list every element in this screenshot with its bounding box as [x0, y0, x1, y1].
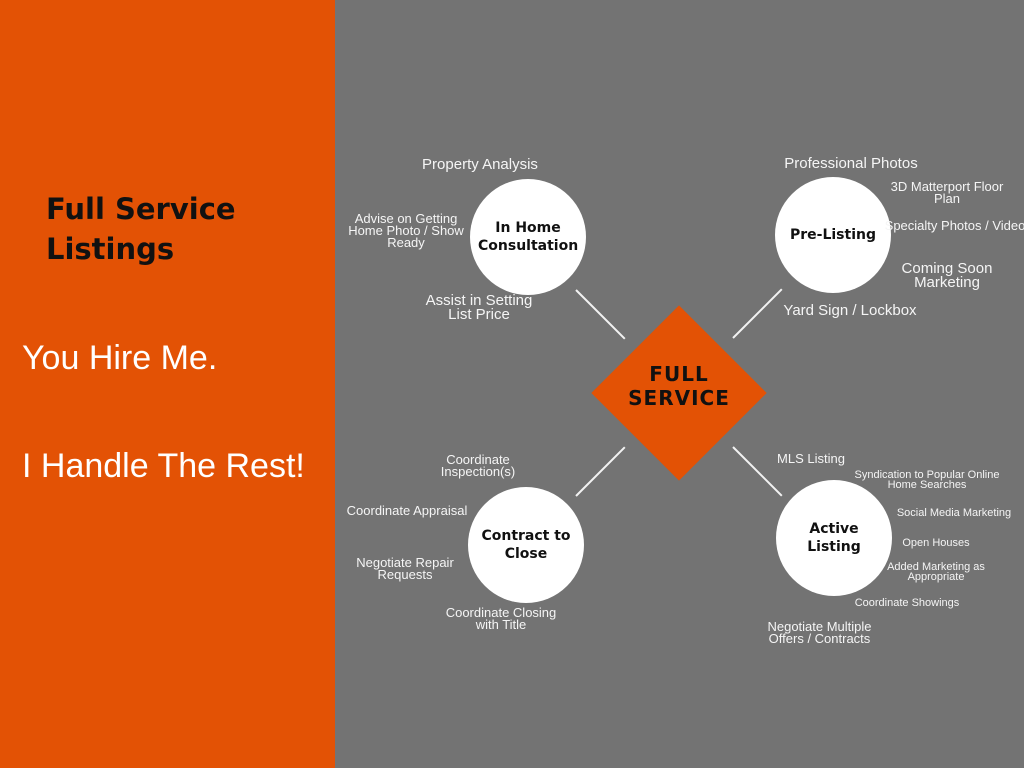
node-in-home-consultation: In Home Consultation: [470, 179, 586, 295]
list-item: Negotiate Multiple Offers / Contracts: [767, 619, 872, 646]
list-item: Open Houses: [902, 537, 970, 549]
list-item: MLS Listing: [777, 451, 845, 466]
list-item: Coordinate Inspection(s): [440, 452, 516, 479]
list-item: Social Media Marketing: [896, 507, 1012, 519]
tagline-handle: I Handle The Rest!: [22, 447, 305, 485]
list-item: 3D Matterport Floor Plan: [890, 179, 1004, 206]
left-panel: Full Service Listings You Hire Me. I Han…: [0, 0, 335, 768]
node-label: Active Listing: [807, 521, 861, 555]
list-item: Coming Soon Marketing: [901, 260, 993, 291]
list-item: Advise on Getting Home Photo / Show Read…: [348, 211, 464, 250]
node-label: Pre-Listing: [789, 227, 876, 243]
list-item: Specialty Photos / Video: [884, 218, 1024, 233]
list-item: Assist in Setting List Price: [425, 292, 533, 323]
node-contract-to-close: Contract to Close: [468, 487, 584, 603]
center-label: FULL SERVICE: [628, 362, 730, 410]
node-pre-listing: Pre-Listing: [775, 177, 891, 293]
list-item: Negotiate Repair Requests: [356, 555, 454, 582]
list-item: Coordinate Appraisal: [346, 503, 468, 518]
list-item: Yard Sign / Lockbox: [783, 302, 917, 319]
list-item: Added Marketing as Appropriate: [887, 561, 985, 583]
node-label: Contract to Close: [481, 528, 571, 562]
page-title: Full Service Listings: [46, 192, 236, 266]
list-item: Professional Photos: [784, 155, 918, 172]
list-item: Coordinate Showings: [854, 597, 960, 609]
tagline-hire: You Hire Me.: [22, 339, 218, 377]
node-label: In Home Consultation: [478, 220, 579, 254]
list-item: Property Analysis: [422, 156, 538, 173]
list-item: Syndication to Popular Online Home Searc…: [854, 469, 1000, 491]
node-active-listing: Active Listing: [776, 480, 892, 596]
list-item: Coordinate Closing with Title: [445, 605, 557, 632]
